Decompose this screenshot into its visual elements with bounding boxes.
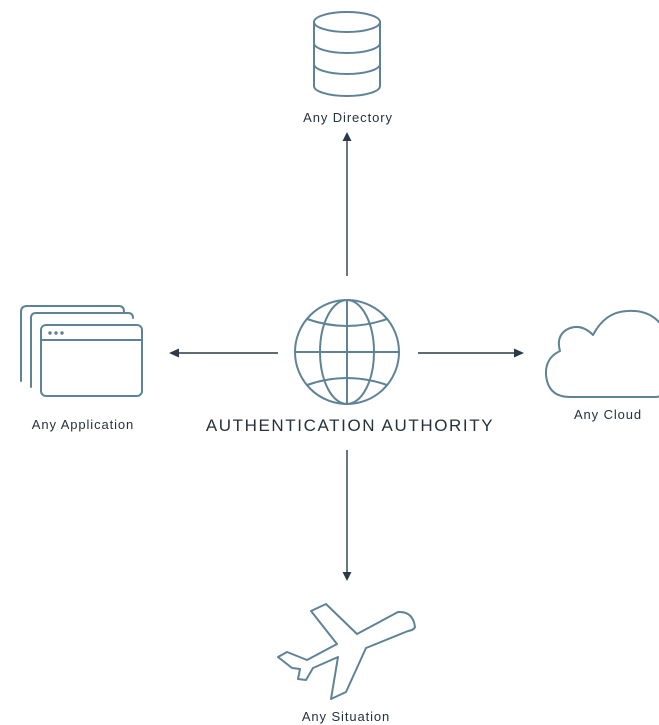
globe-icon: [294, 299, 400, 405]
center-label: AUTHENTICATION AUTHORITY: [206, 416, 494, 435]
browser-windows-icon: [20, 305, 143, 397]
arrow-to-situation: [342, 450, 352, 581]
arrow-to-application: [169, 348, 278, 358]
database-icon: [313, 11, 381, 97]
window-dots-icon: [48, 331, 64, 335]
cloud-icon: [544, 309, 659, 398]
arrow-to-directory: [342, 132, 352, 276]
arrow-to-cloud: [418, 348, 524, 358]
application-label: Any Application: [32, 417, 134, 432]
situation-label: Any Situation: [302, 709, 390, 724]
cloud-label: Any Cloud: [574, 407, 642, 422]
airplane-icon: [277, 603, 416, 700]
directory-label: Any Directory: [303, 110, 393, 125]
